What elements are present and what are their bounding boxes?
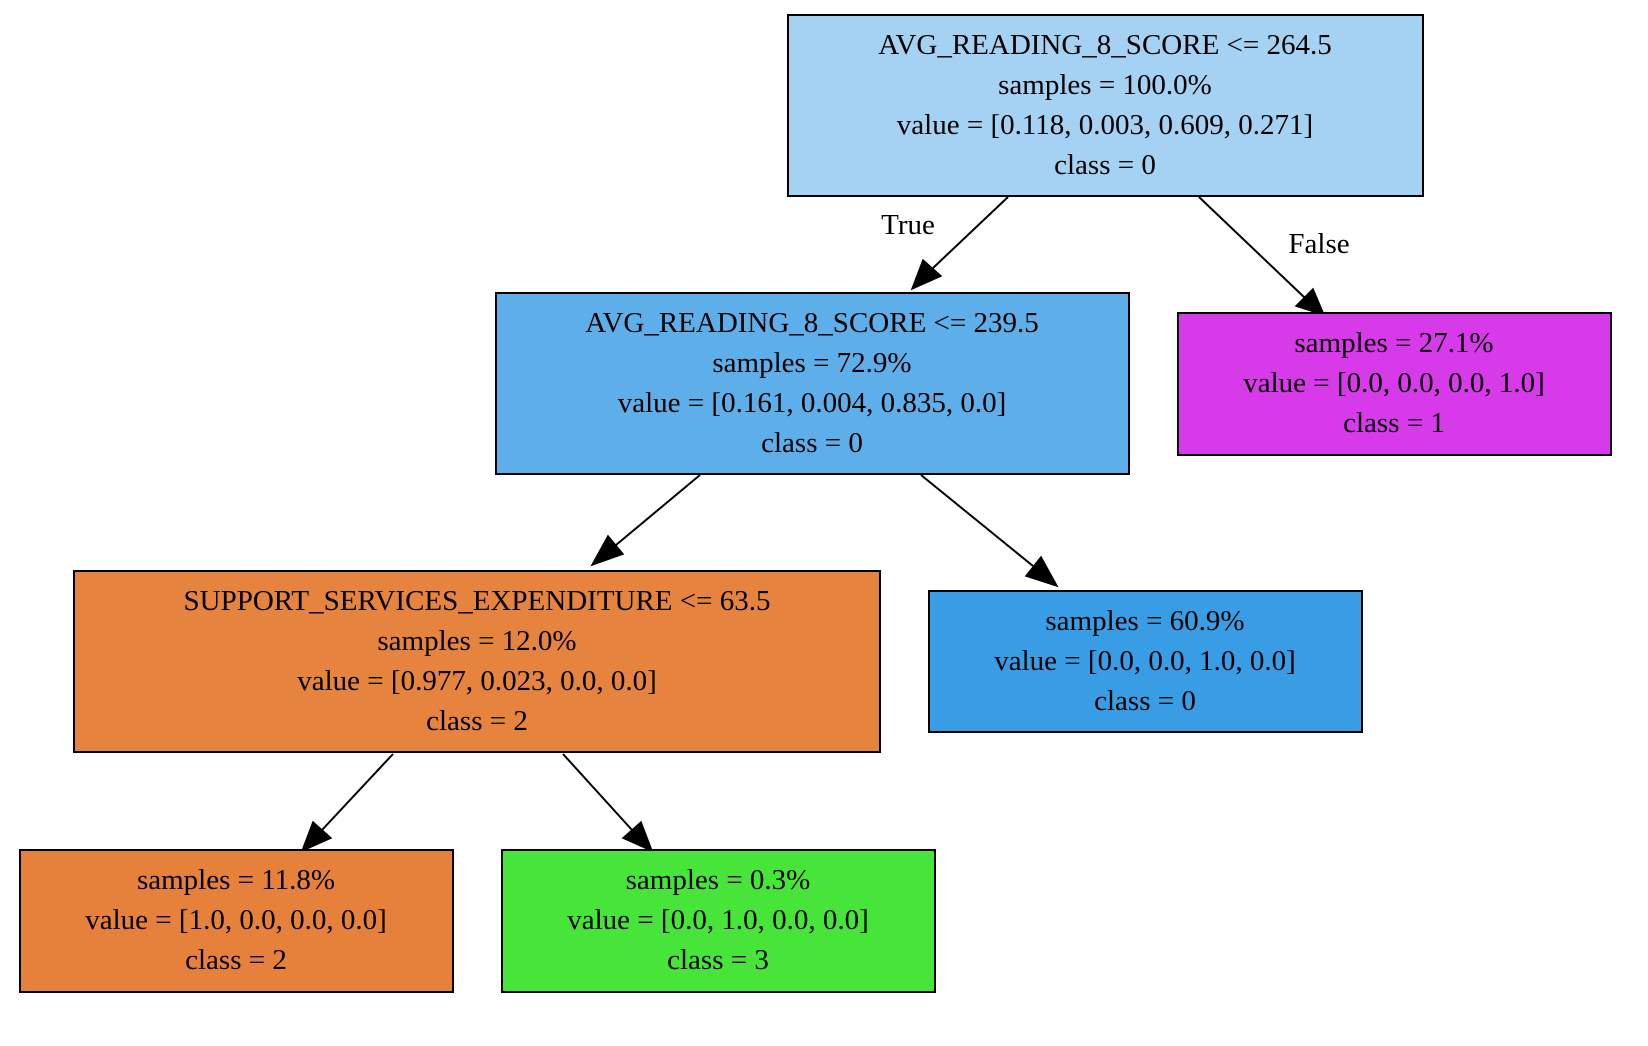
node-class: class = 0 [1094, 685, 1196, 717]
edge-arrowhead [300, 820, 333, 853]
node-box [501, 849, 936, 993]
node-split-rule: AVG_READING_8_SCORE <= 264.5 [878, 29, 1332, 61]
node-samples: samples = 11.8% [137, 864, 335, 896]
node-samples: samples = 27.1% [1294, 327, 1493, 359]
node-class: class = 1 [1343, 407, 1445, 439]
edge-arrowhead [910, 258, 943, 291]
node-value: value = [0.161, 0.004, 0.835, 0.0] [618, 387, 1006, 419]
edge-n1-to-n4 [920, 474, 1059, 588]
node-value: value = [0.0, 1.0, 0.0, 0.0] [567, 904, 868, 936]
node-split-rule: AVG_READING_8_SCORE <= 239.5 [585, 307, 1039, 339]
node-value: value = [0.0, 0.0, 1.0, 0.0] [994, 645, 1295, 677]
node-box [928, 590, 1363, 733]
node-value: value = [1.0, 0.0, 0.0, 0.0] [85, 904, 386, 936]
edge-n3-to-n5 [300, 753, 394, 853]
node-class: class = 2 [185, 944, 287, 976]
node-samples: samples = 72.9% [712, 347, 911, 379]
tree-node-n3: SUPPORT_SERVICES_EXPENDITURE <= 63.5 sam… [73, 570, 881, 753]
edges: True False [300, 196, 1350, 853]
edge-root-to-n1: True [881, 196, 1009, 291]
tree-node-n6: samples = 0.3% value = [0.0, 1.0, 0.0, 0… [501, 849, 936, 993]
edge-n3-to-n6 [562, 753, 654, 853]
node-class: class = 3 [667, 944, 769, 976]
node-value: value = [0.118, 0.003, 0.609, 0.271] [897, 109, 1313, 141]
edge-arrowhead [621, 820, 654, 853]
node-box [1177, 312, 1612, 456]
edge-n1-to-n3 [590, 474, 701, 567]
node-box [787, 14, 1424, 197]
edge-root-to-n2: False [1198, 196, 1350, 317]
tree-node-n2: samples = 27.1% value = [0.0, 0.0, 0.0, … [1177, 312, 1612, 456]
nodes: AVG_READING_8_SCORE <= 264.5 samples = 1… [19, 14, 1612, 993]
edge-label-true: True [881, 209, 935, 241]
tree-node-n5: samples = 11.8% value = [1.0, 0.0, 0.0, … [19, 849, 454, 993]
edge-label-false: False [1288, 228, 1349, 260]
node-value: value = [0.0, 0.0, 0.0, 1.0] [1243, 367, 1544, 399]
tree-node-root: AVG_READING_8_SCORE <= 264.5 samples = 1… [787, 14, 1424, 197]
node-samples: samples = 0.3% [626, 864, 811, 896]
edge-arrowhead [590, 534, 625, 567]
node-samples: samples = 12.0% [377, 625, 576, 657]
tree-node-n1: AVG_READING_8_SCORE <= 239.5 samples = 7… [495, 292, 1130, 475]
edge-arrowhead [1294, 287, 1326, 317]
node-value: value = [0.977, 0.023, 0.0, 0.0] [297, 665, 656, 697]
node-class: class = 0 [761, 427, 863, 459]
node-class: class = 0 [1054, 149, 1156, 181]
node-samples: samples = 60.9% [1045, 605, 1244, 637]
node-box [495, 292, 1130, 475]
node-box [73, 570, 881, 753]
node-class: class = 2 [426, 705, 528, 737]
tree-node-n4: samples = 60.9% value = [0.0, 0.0, 1.0, … [928, 590, 1363, 733]
edge-arrowhead [1024, 555, 1059, 588]
node-split-rule: SUPPORT_SERVICES_EXPENDITURE <= 63.5 [184, 585, 771, 617]
node-samples: samples = 100.0% [998, 69, 1212, 101]
node-box [19, 849, 454, 993]
